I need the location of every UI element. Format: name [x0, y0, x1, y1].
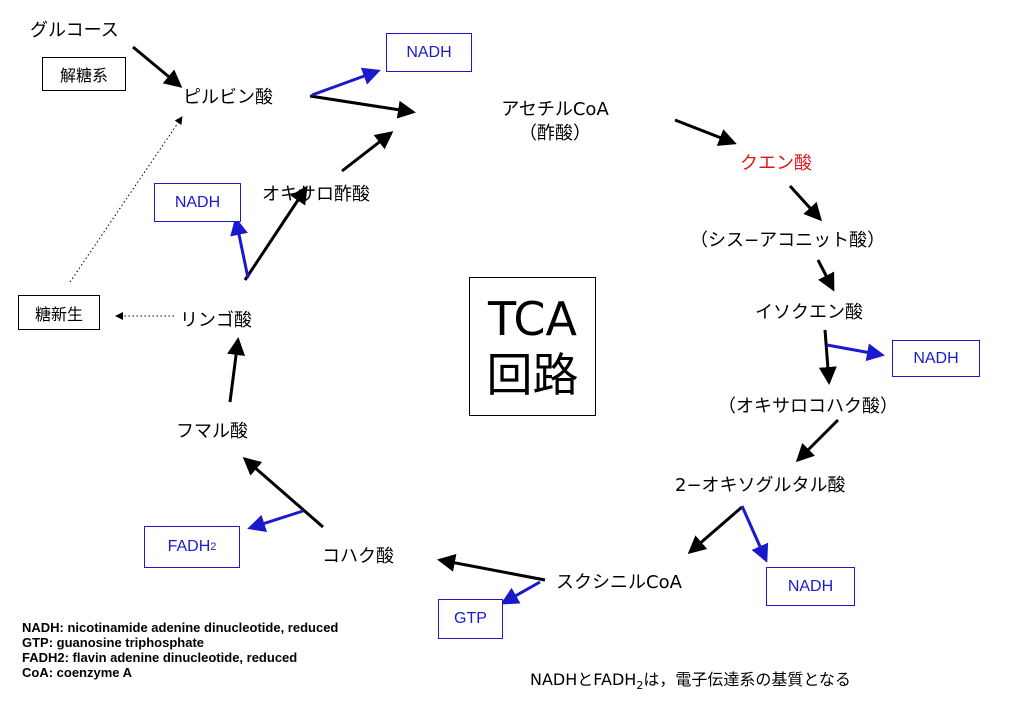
node-isocitrate: イソクエン酸 — [755, 302, 863, 323]
arrow-oxoglutarate-succinylcoa — [687, 505, 743, 554]
tca-subtitle: 回路 — [486, 347, 579, 402]
footnote-part2: は，電子伝達系の基質となる — [643, 670, 851, 689]
footnote-part1: NADHとFADH — [530, 670, 637, 689]
arrow-succinylcoa-succinate — [437, 553, 546, 582]
arrow-fadh2-succinate — [247, 509, 304, 532]
gtp-box: GTP — [438, 599, 503, 639]
arrow-cisaconitate-isocitrate — [816, 259, 835, 292]
arrow-acetylcoa-citrate — [674, 118, 737, 146]
arrow-oxalosuccinate-oxoglutarate — [795, 418, 840, 463]
node-fumarate: フマル酸 — [176, 421, 248, 442]
footnote-subscript: 2 — [636, 679, 644, 693]
node-malate: リンゴ酸 — [180, 310, 252, 331]
footnote: NADHとFADH2は，電子伝達系の基質となる — [530, 666, 851, 692]
node-glucose: グルコース — [30, 20, 119, 41]
legend: NADH: nicotinamide adenine dinucleotide,… — [22, 620, 338, 680]
arrow-isocitrate-oxalosuccinate — [818, 329, 837, 385]
node-acetyl-coa: アセチルCoA — [501, 99, 609, 120]
arrow-fumarate-malate — [227, 337, 246, 403]
fadh2-label: FADH — [167, 538, 211, 555]
legend-item-nadh: NADH: nicotinamide adenine dinucleotide,… — [22, 620, 339, 635]
arrow-succinate-fumarate — [242, 457, 324, 529]
arrow-glucose-pyruvate — [132, 45, 183, 88]
nadh-box-isocitrate: NADH — [892, 340, 980, 377]
node-pyruvate: ピルビン酸 — [183, 87, 273, 108]
node-oxaloacetate: オキサロ酢酸 — [262, 184, 370, 205]
arrow-pyruvate-acetylcoa — [309, 94, 416, 119]
tca-cycle-label: TCA 回路 — [469, 277, 596, 416]
nadh-box-malate: NADH — [154, 183, 241, 222]
tca-title: TCA — [488, 291, 577, 346]
arrow-nadh-oxoglutarate — [740, 505, 769, 563]
arrow-gtp-succinylcoa — [500, 580, 541, 605]
arrow-malate-oxaloacetate — [243, 185, 308, 281]
arrow-oxaloacetate-acetylcoa — [341, 131, 394, 173]
arrow-nadh-pyruvate — [311, 67, 381, 97]
node-glycolysis: 解糖系 — [42, 57, 126, 91]
node-succinyl-coa: スクシニルCoA — [556, 572, 682, 593]
arrow-gluconeogenesis-pyruvate — [69, 116, 183, 283]
node-citrate: クエン酸 — [740, 153, 812, 174]
legend-item-fadh2: FADH2: flavin adenine dinucleotide, redu… — [22, 650, 298, 665]
node-acetate: （酢酸） — [519, 123, 591, 144]
legend-item-gtp: GTP: guanosine triphosphate — [22, 635, 205, 650]
arrow-nadh-malate — [230, 217, 250, 279]
fadh2-subscript: 2 — [210, 541, 217, 553]
legend-item-coa: CoA: coenzyme A — [22, 665, 133, 680]
arrow-citrate-cisaconitate — [788, 184, 823, 222]
node-oxalosuccinate: （オキサロコハク酸） — [718, 396, 898, 417]
node-succinate: コハク酸 — [322, 546, 394, 567]
nadh-box-oxoglutarate: NADH — [766, 567, 855, 606]
node-oxoglutarate: 2−オキソグルタル酸 — [675, 475, 846, 496]
node-gluconeogenesis: 糖新生 — [18, 295, 100, 330]
node-cis-aconitate: （シス−アコニット酸） — [690, 230, 886, 251]
arrow-nadh-isocitrate — [826, 343, 885, 362]
nadh-box-pyruvate: NADH — [386, 33, 472, 72]
